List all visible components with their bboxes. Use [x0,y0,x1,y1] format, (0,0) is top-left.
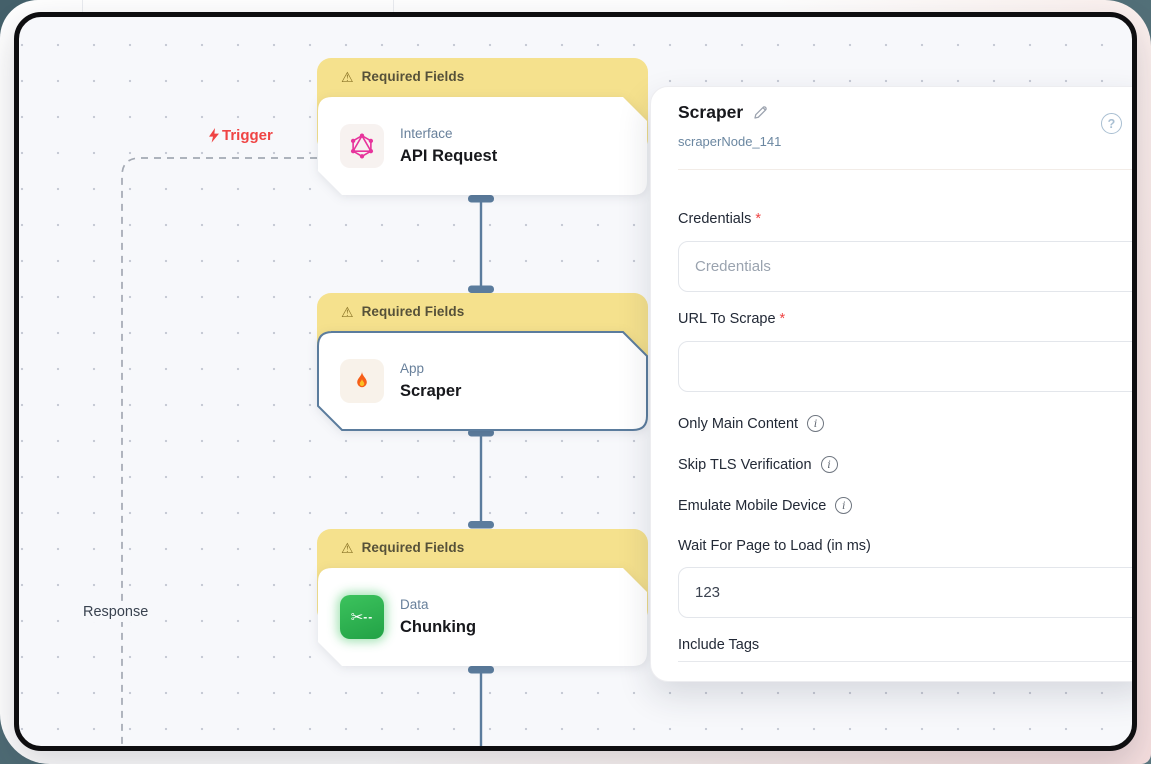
node-category: App [400,361,425,376]
info-icon[interactable]: i [820,456,838,473]
wait-for-page-label: Wait For Page to Load (in ms) [678,538,871,554]
credentials-label: Credentials* [678,211,761,227]
port-chunking-input [468,521,494,529]
node-title: Chunking [400,618,477,636]
trigger-response-dashed-edge [121,157,317,746]
node-id: scraperNode_141 [678,134,782,149]
include-tags-label: Include Tags [678,637,760,653]
url-to-scrape-label: URL To Scrape* [678,311,786,327]
response-label: Response [79,602,153,622]
warning-icon: ⚠ [341,540,354,556]
node-category: Data [400,597,429,612]
include-tags-input-edge [678,661,1132,662]
node-category: Interface [400,126,453,141]
backdrop-divider [82,0,83,13]
only-main-content-row[interactable]: Only Main Content i [678,415,825,432]
node-title: Scraper [400,382,462,400]
url-to-scrape-input[interactable] [678,341,1132,392]
graphql-icon [340,124,384,168]
backdrop-divider [393,0,394,13]
edit-pencil-icon[interactable] [752,104,769,121]
credentials-input[interactable] [678,241,1132,292]
trigger-label: Trigger [208,127,273,144]
warning-icon: ⚠ [341,69,354,85]
info-icon[interactable]: i [835,497,853,514]
panel-title: Scraper [678,102,744,122]
divider [678,169,1132,170]
info-icon[interactable]: i [807,415,825,432]
wait-for-page-input[interactable] [678,567,1132,618]
node-title: API Request [400,147,498,165]
skip-tls-verification-row[interactable]: Skip TLS Verification i [678,456,838,473]
port-chunking-output [468,666,494,674]
help-icon[interactable]: ? [1101,113,1122,134]
flame-icon [340,359,384,403]
node-card-shape [318,97,647,195]
workflow-canvas[interactable]: Trigger Response ⚠ Required Fields [19,17,1132,746]
scissors-icon: ✂-- [340,595,384,639]
node-card-shape [318,568,647,666]
emulate-mobile-device-row[interactable]: Emulate Mobile Device i [678,497,853,514]
port-apirequest-output [468,195,494,203]
app-frame: Trigger Response ⚠ Required Fields [14,12,1137,751]
lightning-bolt-icon [209,128,219,143]
warning-icon: ⚠ [341,304,354,320]
node-config-panel: Scraper scraperNode_141 ? Credentials* U… [650,86,1132,682]
port-scraper-input [468,285,494,293]
node-card-shape-selected [317,331,648,431]
